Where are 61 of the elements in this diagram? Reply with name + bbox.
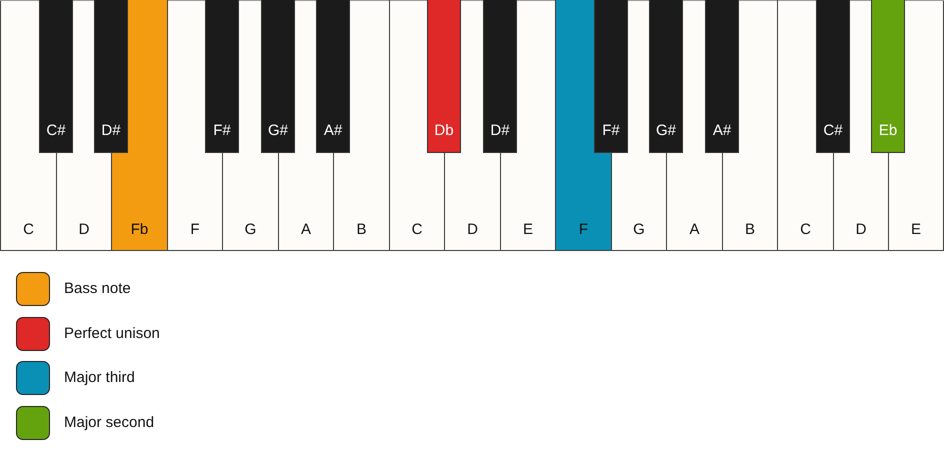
note-label: B bbox=[355, 221, 368, 239]
note-label: A bbox=[300, 221, 312, 239]
natural-key bbox=[389, 153, 444, 251]
natural-key bbox=[833, 153, 888, 251]
note-label: C# bbox=[45, 122, 67, 140]
note-label: D bbox=[78, 221, 90, 239]
note-label: E bbox=[910, 221, 922, 239]
note-label: C# bbox=[822, 122, 844, 140]
accidental-key bbox=[427, 0, 461, 153]
natural-key bbox=[611, 153, 666, 251]
natural-key bbox=[278, 153, 333, 251]
note-label: C bbox=[22, 221, 35, 239]
accidental-key bbox=[594, 0, 628, 153]
legend-label: Perfect unison bbox=[64, 324, 160, 342]
note-label: B bbox=[744, 221, 756, 239]
note-label: A# bbox=[322, 122, 344, 140]
legend-label: Major second bbox=[64, 414, 154, 432]
note-label: A# bbox=[712, 122, 732, 140]
accidental-key bbox=[483, 0, 517, 153]
accidental-key bbox=[705, 0, 739, 153]
note-label: G# bbox=[266, 122, 289, 140]
note-label: G# bbox=[654, 122, 677, 140]
note-label: E bbox=[522, 221, 534, 239]
natural-key bbox=[722, 153, 777, 251]
note-label: C bbox=[799, 221, 812, 239]
note-label: D bbox=[466, 221, 479, 239]
accidental-key bbox=[205, 0, 239, 153]
accidental-key bbox=[39, 0, 73, 153]
note-label: F bbox=[189, 221, 201, 239]
note-label: Eb bbox=[878, 122, 898, 140]
note-label: C bbox=[410, 221, 424, 239]
accidental-key bbox=[94, 0, 128, 153]
note-label: Fb bbox=[130, 221, 150, 239]
accidental-key bbox=[649, 0, 683, 153]
natural-key bbox=[666, 153, 722, 251]
note-label: A bbox=[688, 221, 700, 239]
legend-label: Major third bbox=[64, 369, 135, 387]
note-label: D# bbox=[100, 122, 122, 140]
accidental-key bbox=[871, 0, 905, 153]
natural-key bbox=[777, 153, 833, 251]
note-label: D# bbox=[489, 122, 511, 140]
natural-key bbox=[111, 153, 167, 251]
legend-label: Bass note bbox=[64, 280, 131, 298]
accidental-key bbox=[261, 0, 295, 153]
note-label: F# bbox=[601, 122, 621, 140]
natural-key bbox=[167, 153, 222, 251]
note-label: D bbox=[854, 221, 868, 239]
note-label: G bbox=[244, 221, 258, 239]
natural-key bbox=[888, 153, 944, 251]
natural-key bbox=[555, 153, 611, 251]
note-label: F# bbox=[212, 122, 232, 140]
accidental-key bbox=[816, 0, 850, 153]
accidental-key bbox=[316, 0, 350, 153]
natural-key bbox=[444, 153, 500, 251]
natural-key bbox=[500, 153, 555, 251]
note-label: F bbox=[578, 221, 590, 239]
note-label: Db bbox=[433, 122, 455, 140]
natural-key bbox=[333, 153, 389, 251]
natural-key bbox=[56, 153, 111, 251]
natural-key bbox=[222, 153, 278, 251]
note-label: G bbox=[632, 221, 646, 239]
